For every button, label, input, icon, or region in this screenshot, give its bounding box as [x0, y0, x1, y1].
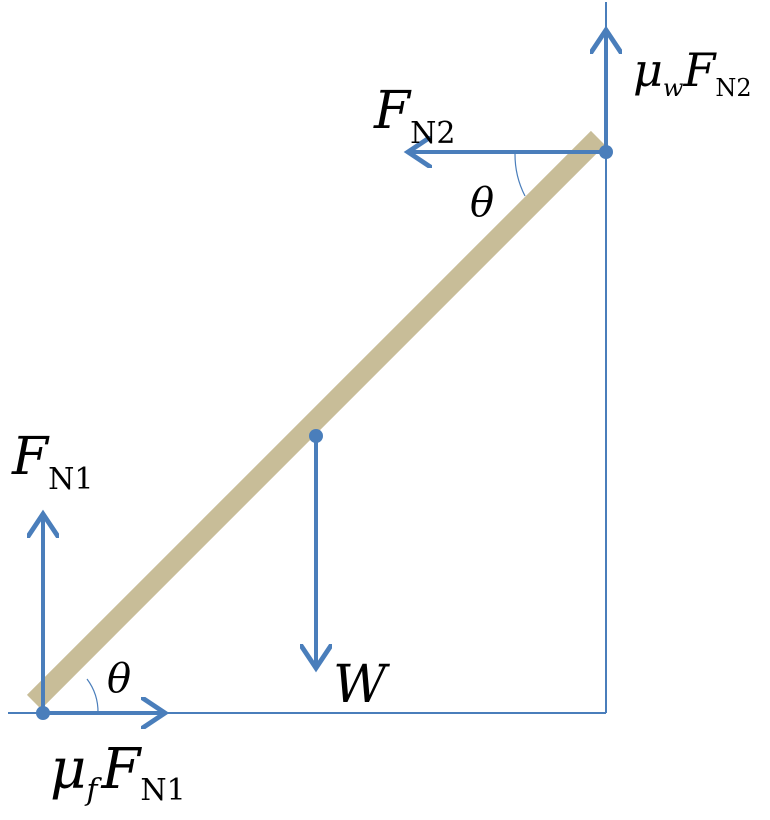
- wall-friction-f: F: [682, 43, 717, 97]
- angle-arc-bottom: [86, 678, 99, 714]
- fn2-label-main: F: [373, 81, 412, 141]
- floor-friction-mu-sub: f: [84, 773, 102, 808]
- fn1-label: FN1: [11, 427, 93, 497]
- floor-friction-f-sub: N1: [140, 773, 185, 808]
- wall-contact-point: [599, 145, 613, 159]
- theta-bottom-label: θ: [107, 656, 131, 702]
- ladder: [26, 130, 606, 710]
- wall-friction-mu: μ: [633, 43, 663, 97]
- floor-friction-mu: μ: [50, 737, 86, 802]
- center-of-mass-point: [309, 429, 323, 443]
- wall-friction-f-sub: N2: [715, 74, 751, 102]
- fn1-label-main: F: [11, 427, 50, 487]
- wall-friction-label: μwFN2: [633, 43, 752, 102]
- weight-label: W: [333, 655, 390, 715]
- floor-friction-f: F: [101, 737, 143, 802]
- wall-friction-mu-sub: w: [663, 74, 684, 102]
- theta-top-label: θ: [470, 180, 494, 226]
- fn1-label-sub: N1: [48, 462, 93, 497]
- fn2-label: FN2: [373, 81, 455, 151]
- floor-contact-point: [36, 706, 50, 720]
- angle-arc-top: [514, 153, 526, 197]
- floor-friction-label: μfFN1: [50, 737, 186, 808]
- fn2-label-sub: N2: [410, 116, 455, 151]
